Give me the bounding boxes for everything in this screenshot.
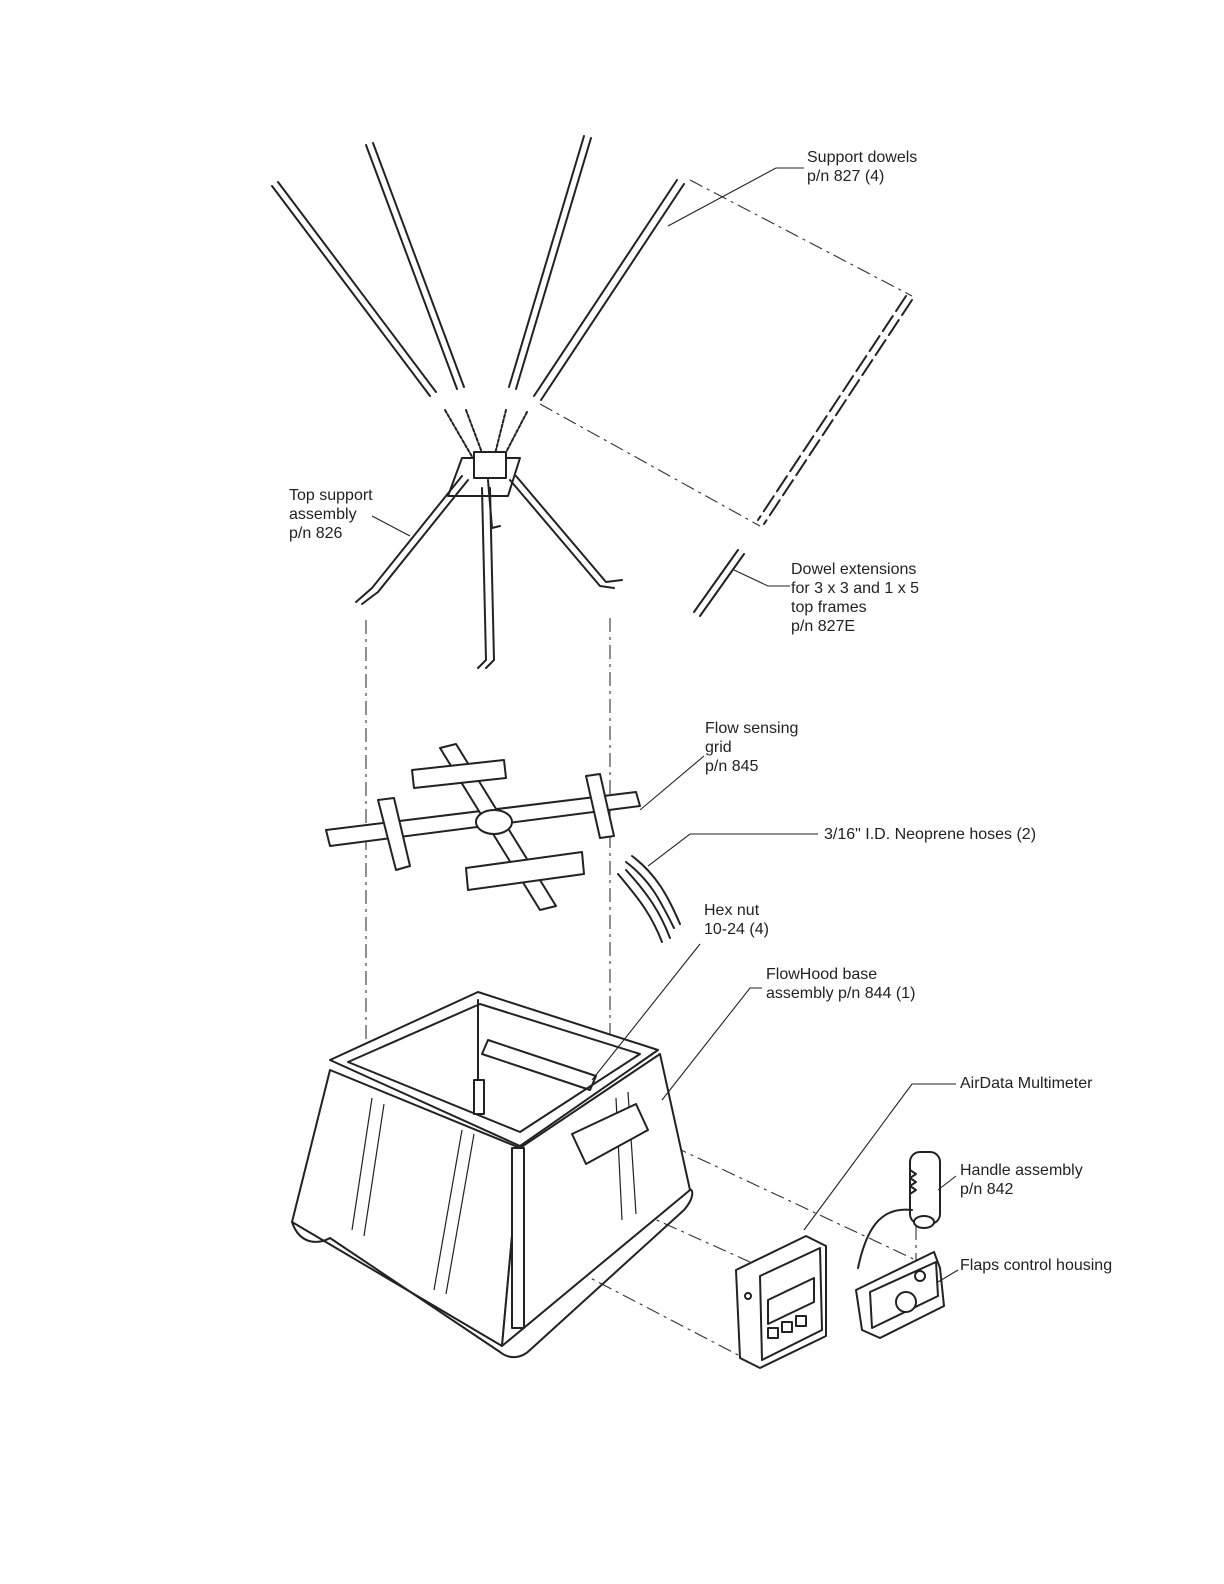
handle-collar xyxy=(914,1216,934,1228)
label-hex-nut-line-2: 10-24 (4) xyxy=(704,920,769,939)
flaps-control-housing xyxy=(856,1252,944,1338)
label-support-dowels: Support dowels p/n 827 (4) xyxy=(807,148,917,186)
base-center-pin xyxy=(474,1080,484,1114)
label-support-dowels-line-1: Support dowels xyxy=(807,148,917,167)
leader-support-dowels xyxy=(668,168,804,226)
label-base-assembly-line-1: FlowHood base xyxy=(766,965,915,984)
grid-hub xyxy=(476,810,512,834)
leader-top-support xyxy=(372,516,410,536)
multimeter-knob xyxy=(745,1293,751,1299)
label-dowel-extensions: Dowel extensions for 3 x 3 and 1 x 5 top… xyxy=(791,560,919,636)
label-top-support: Top support assembly p/n 826 xyxy=(289,486,373,543)
label-dowel-extensions-line-3: top frames xyxy=(791,598,919,617)
leader-base-assembly xyxy=(662,988,762,1100)
top-support-block xyxy=(474,452,506,478)
dowel-extension xyxy=(758,296,912,524)
leader-flow-grid xyxy=(640,756,704,810)
label-flow-grid: Flow sensing grid p/n 845 xyxy=(705,719,798,776)
label-handle-assembly: Handle assembly p/n 842 xyxy=(960,1161,1083,1199)
label-flow-grid-line-2: grid xyxy=(705,738,798,757)
label-flaps-housing: Flaps control housing xyxy=(960,1256,1112,1275)
label-neoprene-hoses-line-1: 3/16" I.D. Neoprene hoses (2) xyxy=(824,825,1036,844)
label-support-dowels-line-2: p/n 827 (4) xyxy=(807,167,917,186)
label-hex-nut-line-1: Hex nut xyxy=(704,901,769,920)
leader-neoprene-hoses xyxy=(648,834,818,866)
multimeter-key-2 xyxy=(782,1322,792,1332)
support-dowel-2 xyxy=(366,143,464,389)
handle-cable xyxy=(858,1210,912,1268)
flow-sensing-grid xyxy=(326,744,640,910)
grid-paddle-back xyxy=(412,760,506,788)
top-support-assembly xyxy=(356,410,622,668)
label-top-support-line-2: assembly xyxy=(289,505,373,524)
label-flaps-housing-line-1: Flaps control housing xyxy=(960,1256,1112,1275)
airdata-multimeter xyxy=(736,1236,826,1368)
support-dowel-3 xyxy=(509,136,591,389)
leader-dowel-extensions xyxy=(734,570,790,586)
label-base-assembly: FlowHood base assembly p/n 844 (1) xyxy=(766,965,915,1003)
label-multimeter-line-1: AirData Multimeter xyxy=(960,1074,1092,1093)
handle-assembly xyxy=(858,1152,940,1268)
label-base-assembly-line-2: assembly p/n 844 (1) xyxy=(766,984,915,1003)
multimeter-key-1 xyxy=(768,1328,778,1338)
leader-hex-nut xyxy=(592,944,700,1080)
support-dowel-1 xyxy=(272,182,436,396)
label-top-support-line-1: Top support xyxy=(289,486,373,505)
top-support-legs xyxy=(356,476,622,668)
multimeter-key-3 xyxy=(796,1316,806,1326)
label-multimeter: AirData Multimeter xyxy=(960,1074,1092,1093)
support-dowels xyxy=(272,136,684,400)
label-flow-grid-line-1: Flow sensing xyxy=(705,719,798,738)
flowhood-base xyxy=(292,992,692,1357)
neoprene-hoses xyxy=(618,856,680,942)
label-flow-grid-line-3: p/n 845 xyxy=(705,757,798,776)
label-top-support-line-3: p/n 826 xyxy=(289,524,373,543)
flaps-housing-hole xyxy=(915,1271,925,1281)
base-corner-post xyxy=(512,1148,524,1328)
label-dowel-extensions-line-1: Dowel extensions xyxy=(791,560,919,579)
label-dowel-extensions-line-2: for 3 x 3 and 1 x 5 xyxy=(791,579,919,598)
label-neoprene-hoses: 3/16" I.D. Neoprene hoses (2) xyxy=(824,825,1036,844)
label-handle-assembly-line-2: p/n 842 xyxy=(960,1180,1083,1199)
flaps-housing-knob xyxy=(896,1292,916,1312)
label-hex-nut: Hex nut 10-24 (4) xyxy=(704,901,769,939)
support-dowel-4 xyxy=(534,180,684,400)
dowel-extension-piece xyxy=(694,550,744,616)
label-handle-assembly-line-1: Handle assembly xyxy=(960,1161,1083,1180)
label-dowel-extensions-line-4: p/n 827E xyxy=(791,617,919,636)
